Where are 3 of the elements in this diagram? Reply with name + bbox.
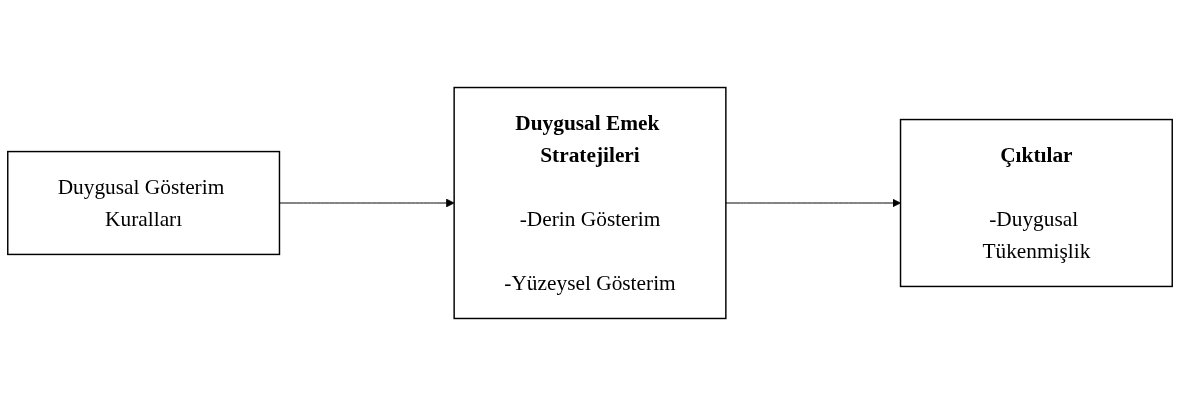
node-box: Çıktılar -Duygusal Tükenmişlik	[899, 118, 1173, 288]
node-box: Duygusal Emek Stratejileri -Derin Gösterim -Yüzeysel Gösterim	[453, 86, 727, 320]
node-box: Duygusal Gösterim Kuralları	[7, 150, 281, 256]
